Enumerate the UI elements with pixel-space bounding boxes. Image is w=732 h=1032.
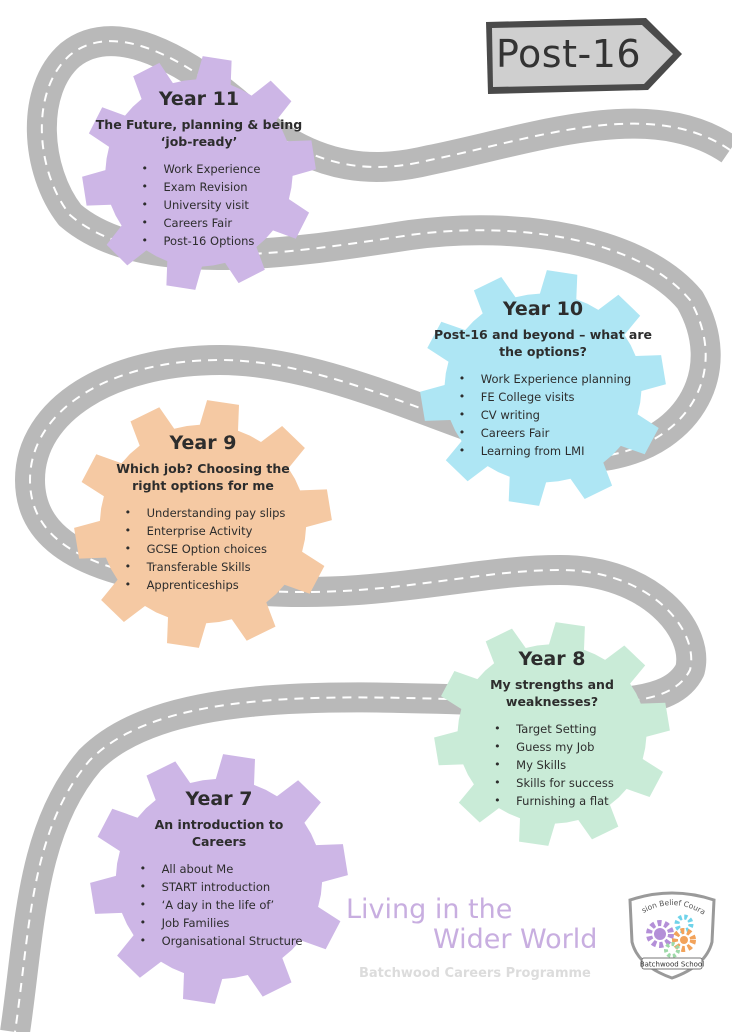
stage-subtitle-line: ‘job-ready’	[160, 134, 238, 149]
programme-title-line-2: Wider World	[433, 924, 598, 955]
stage-subtitle: My strengths and weaknesses?	[432, 676, 672, 710]
list-item: Enterprise Activity	[121, 522, 286, 540]
stage-title: Year 7	[185, 788, 253, 810]
list-item: GCSE Option choices	[121, 540, 286, 558]
programme-subtitle: Batchwood Careers Programme	[359, 966, 591, 981]
stage-subtitle-line: Which job? Choosing the	[116, 461, 290, 476]
school-crest-logo: Passion Belief Courage Batchwood School	[624, 888, 716, 980]
stage-subtitle-line: The Future, planning & being	[95, 117, 303, 132]
stage-subtitle-line: weaknesses?	[505, 694, 599, 709]
list-item: All about Me	[136, 860, 303, 878]
stage-subtitle: The Future, planning & being ‘job-ready’	[80, 116, 318, 150]
list-item: Work Experience	[138, 160, 261, 178]
list-item: Furnishing a flat	[490, 792, 614, 810]
stage-title: Year 8	[518, 648, 586, 670]
stage-subtitle-line: right options for me	[132, 478, 274, 493]
list-item: Apprenticeships	[121, 576, 286, 594]
stage-subtitle: Post-16 and beyond – what are the option…	[418, 326, 668, 360]
list-item: Learning from LMI	[455, 442, 631, 460]
stage-title: Year 9	[169, 432, 237, 454]
list-item: Job Families	[136, 914, 303, 932]
stage-title: Year 10	[502, 298, 584, 320]
list-item: Work Experience planning	[455, 370, 631, 388]
stage-subtitle-line: My strengths and	[490, 677, 614, 692]
stage-activity-list: Understanding pay slips Enterprise Activ…	[121, 504, 286, 594]
list-item: Post-16 Options	[138, 232, 261, 250]
list-item: My Skills	[490, 756, 614, 774]
stage-activity-list: All about Me START introduction ‘A day i…	[136, 860, 303, 950]
stage-subtitle-line: Post-16 and beyond – what are	[434, 327, 652, 342]
list-item: Transferable Skills	[121, 558, 286, 576]
list-item: Careers Fair	[455, 424, 631, 442]
stage-subtitle-line: An introduction to	[154, 817, 284, 832]
list-item: START introduction	[136, 878, 303, 896]
list-item: University visit	[138, 196, 261, 214]
stage-subtitle-line: the options?	[499, 344, 587, 359]
sign-label: Post-16	[496, 32, 642, 76]
list-item: ‘A day in the life of’	[136, 896, 303, 914]
stage-subtitle: An introduction to Careers	[88, 816, 350, 850]
list-item: Careers Fair	[138, 214, 261, 232]
stage-activity-list: Target Setting Guess my Job My Skills Sk…	[490, 720, 614, 810]
stage-subtitle-line: Careers	[191, 834, 247, 849]
list-item: Understanding pay slips	[121, 504, 286, 522]
stage-title: Year 11	[158, 88, 240, 110]
crest-school-name: Batchwood School	[640, 961, 704, 969]
list-item: CV writing	[455, 406, 631, 424]
list-item: FE College visits	[455, 388, 631, 406]
post-16-sign	[486, 18, 682, 94]
stage-subtitle: Which job? Choosing the right options fo…	[72, 460, 334, 494]
list-item: Guess my Job	[490, 738, 614, 756]
list-item: Skills for success	[490, 774, 614, 792]
programme-title-line-1: Living in the	[346, 894, 513, 925]
stage-activity-list: Work Experience planning FE College visi…	[455, 370, 631, 460]
stage-activity-list: Work Experience Exam Revision University…	[138, 160, 261, 250]
list-item: Target Setting	[490, 720, 614, 738]
list-item: Organisational Structure	[136, 932, 303, 950]
list-item: Exam Revision	[138, 178, 261, 196]
